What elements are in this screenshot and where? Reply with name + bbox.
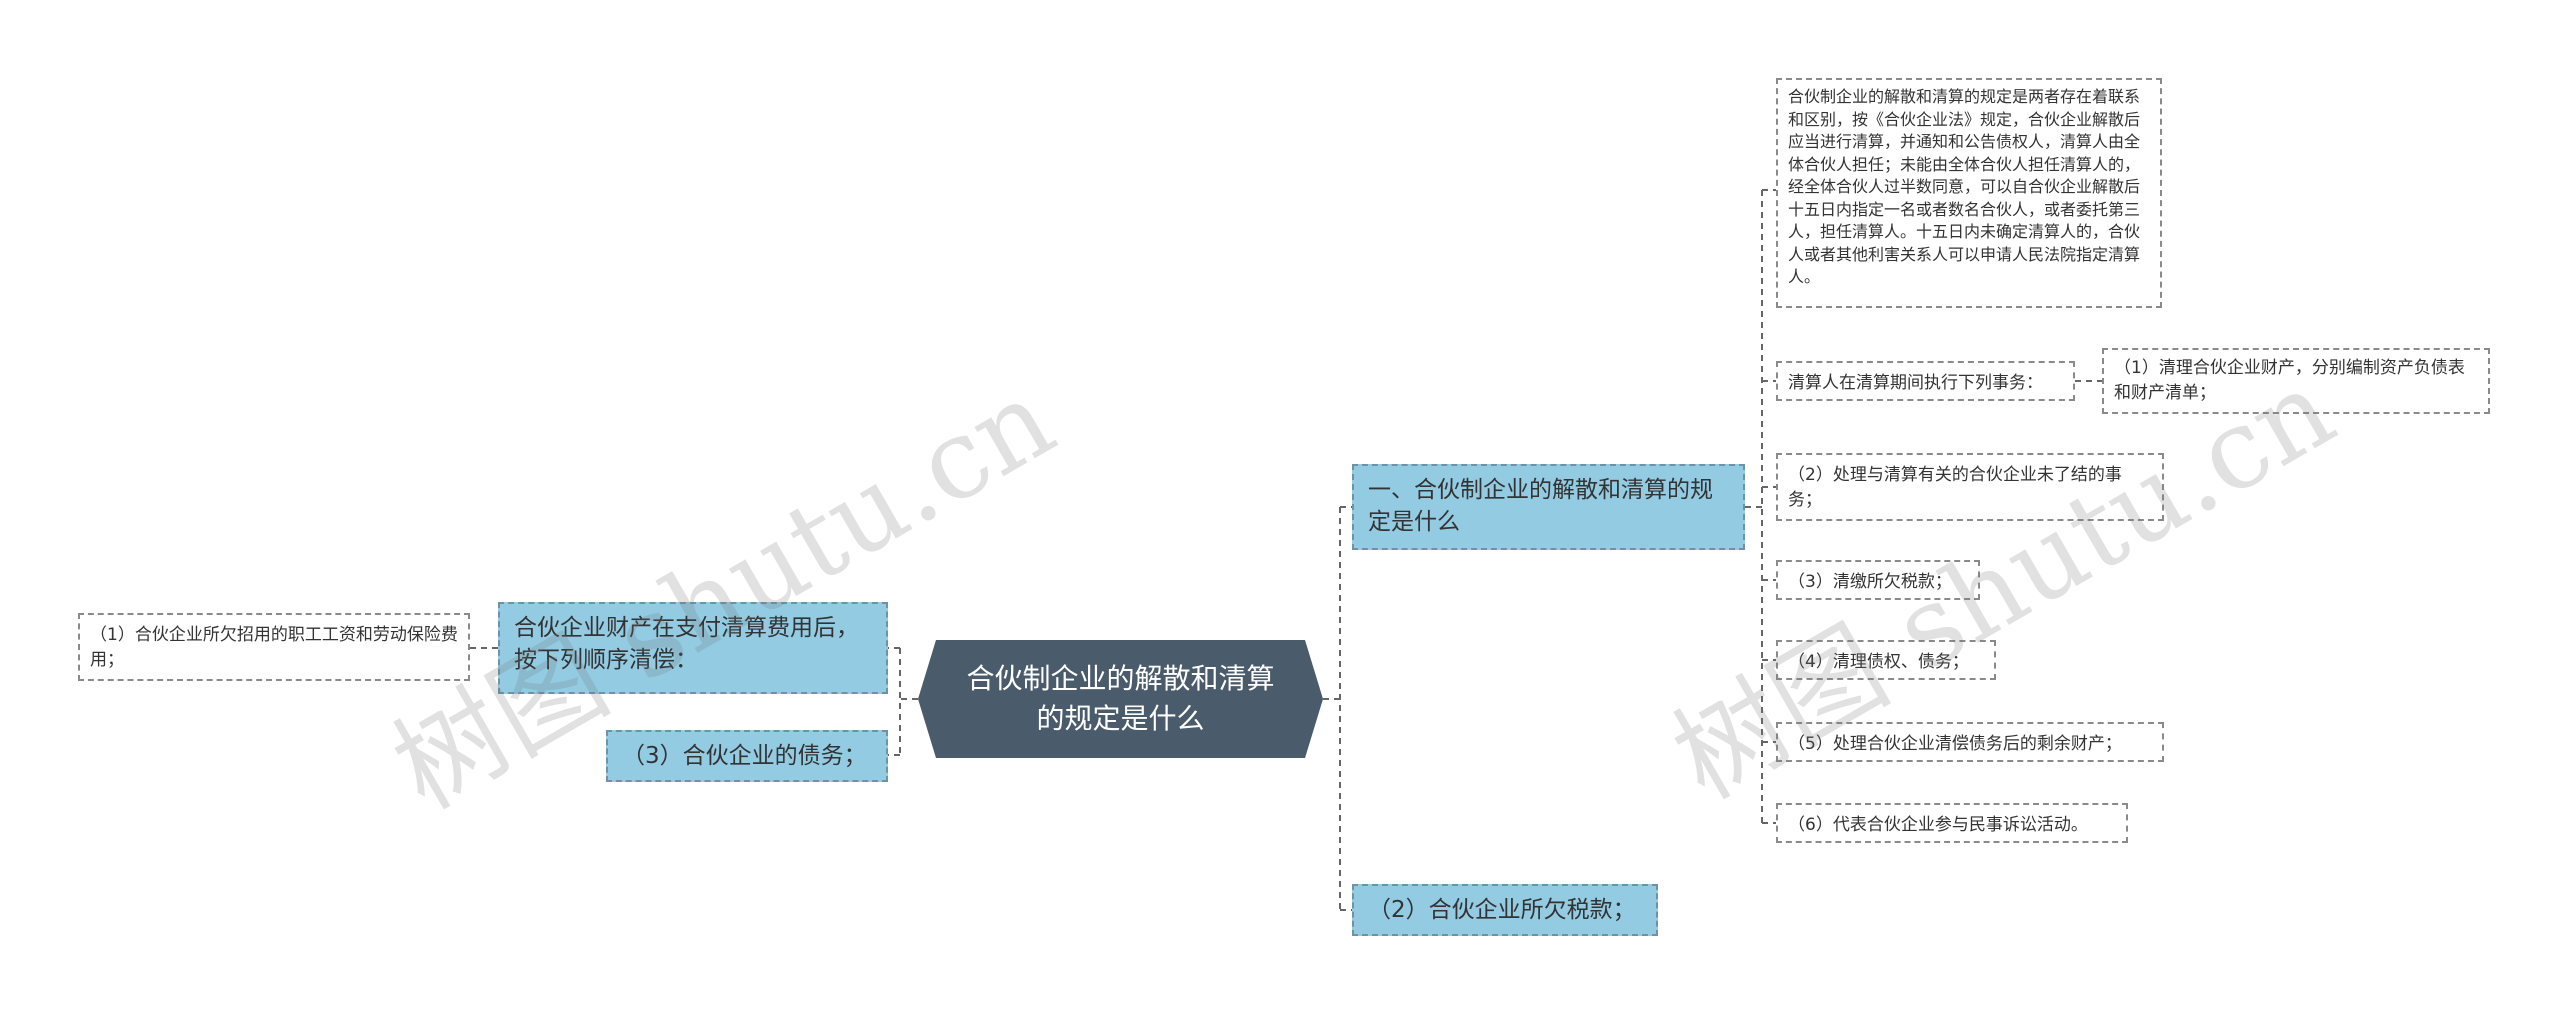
duties-intro-node[interactable]: 清算人在清算期间执行下列事务： (1776, 361, 2075, 401)
duty6-label: （6）代表合伙企业参与民事诉讼活动。 (1788, 815, 2088, 835)
duty2-label: （2）处理与清算有关的合伙企业未了结的事务； (1788, 465, 2122, 510)
root-label: 合伙制企业的解散和清算的规定是什么 (966, 662, 1275, 735)
duty5-label: （5）处理合伙企业清偿债务后的剩余财产； (1788, 734, 2122, 754)
duty4-label: （4）清理债权、债务； (1788, 652, 1969, 672)
left-item3-label: （3）合伙企业的债务； (622, 743, 867, 769)
duties-intro-label: 清算人在清算期间执行下列事务： (1788, 373, 2043, 393)
duty3-node[interactable]: （3）清缴所欠税款； (1776, 560, 1980, 600)
left-item1-node[interactable]: （1）合伙企业所欠招用的职工工资和劳动保险费用； (78, 613, 470, 681)
section1-node[interactable]: 一、合伙制企业的解散和清算的规定是什么 (1352, 464, 1745, 550)
right-item2-label: （2）合伙企业所欠税款； (1368, 897, 1636, 923)
duty3-label: （3）清缴所欠税款； (1788, 572, 1952, 592)
section1-label: 一、合伙制企业的解散和清算的规定是什么 (1368, 477, 1713, 535)
detail-node[interactable]: 合伙制企业的解散和清算的规定是两者存在着联系和区别，按《合伙企业法》规定，合伙企… (1776, 78, 2162, 308)
root-node[interactable]: 合伙制企业的解散和清算的规定是什么 (918, 640, 1323, 758)
duty6-node[interactable]: （6）代表合伙企业参与民事诉讼活动。 (1776, 803, 2128, 843)
duty2-node[interactable]: （2）处理与清算有关的合伙企业未了结的事务； (1776, 453, 2164, 521)
left-item3-node[interactable]: （3）合伙企业的债务； (606, 730, 888, 782)
property-order-node[interactable]: 合伙企业财产在支付清算费用后，按下列顺序清偿： (498, 602, 888, 694)
right-item2-node[interactable]: （2）合伙企业所欠税款； (1352, 884, 1658, 936)
duty1-node[interactable]: （1）清理合伙企业财产，分别编制资产负债表和财产清单； (2102, 348, 2490, 414)
left-item1-label: （1）合伙企业所欠招用的职工工资和劳动保险费用； (90, 625, 458, 670)
detail-label: 合伙制企业的解散和清算的规定是两者存在着联系和区别，按《合伙企业法》规定，合伙企… (1788, 87, 2141, 286)
property-order-label: 合伙企业财产在支付清算费用后，按下列顺序清偿： (514, 615, 859, 673)
duty5-node[interactable]: （5）处理合伙企业清偿债务后的剩余财产； (1776, 722, 2164, 762)
duty4-node[interactable]: （4）清理债权、债务； (1776, 640, 1996, 680)
duty1-label: （1）清理合伙企业财产，分别编制资产负债表和财产清单； (2114, 358, 2465, 403)
